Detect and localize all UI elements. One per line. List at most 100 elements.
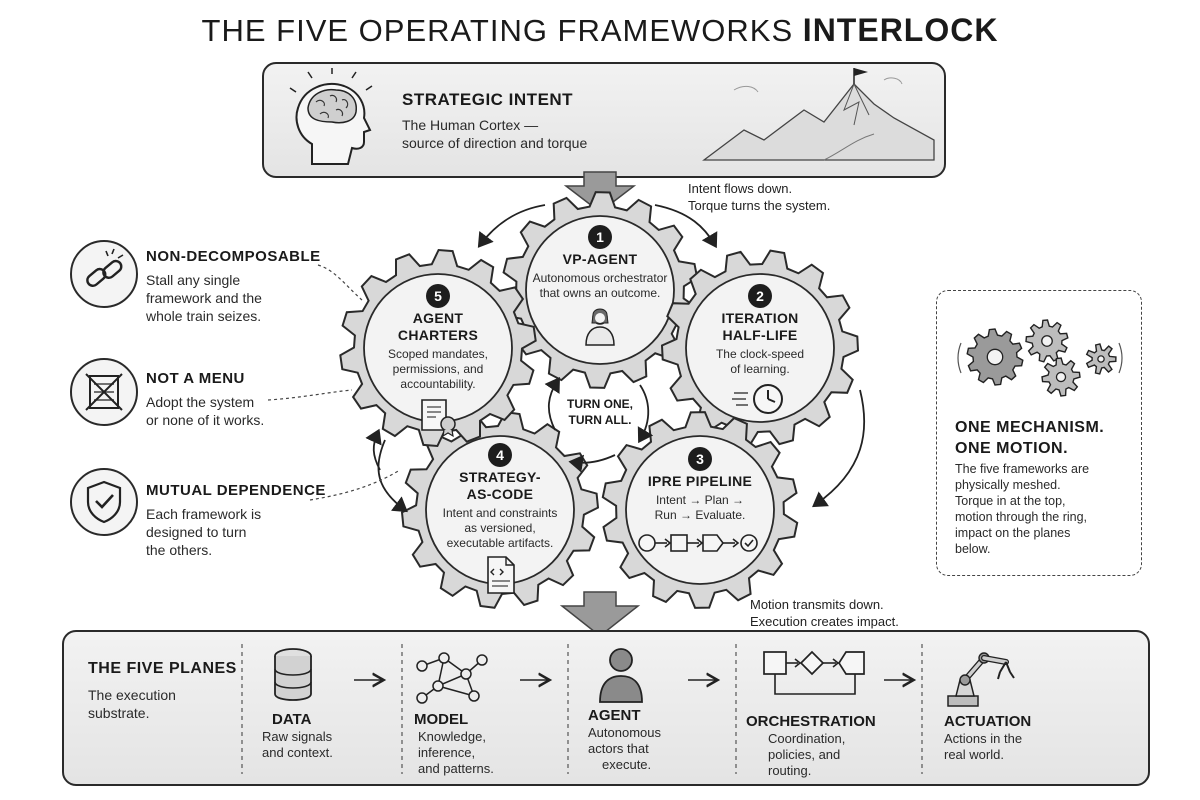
five-planes-panel: THE FIVE PLANES The execution substrate.…: [62, 630, 1150, 786]
rotation-arrow-top-left: [477, 204, 546, 248]
gear-desc-line1: Intent → Plan →: [655, 493, 745, 507]
crossed-menu-icon: [70, 358, 138, 426]
center-turn-label: TURN ONE, TURN ALL.: [540, 396, 660, 428]
gear-desc-line2: as versioned,: [464, 521, 536, 535]
mechanism-line: physically meshed.: [955, 478, 1061, 492]
person-icon: [599, 648, 643, 703]
center-line2: TURN ALL.: [568, 413, 632, 427]
motion-transmit-note: Motion transmits down. Execution creates…: [750, 596, 899, 630]
mechanism-line: motion through the ring,: [955, 510, 1088, 524]
mini-gear-hub: [1055, 371, 1067, 383]
plane-name: MODEL: [414, 711, 469, 728]
principle-line2: designed to turn: [146, 524, 247, 540]
principle-heading: NOT A MENU: [146, 370, 245, 387]
gear-title-line2: AS-CODE: [466, 486, 534, 502]
plane-name: ORCHESTRATION: [746, 713, 876, 730]
gear-ipre-pipeline: 3 IPRE PIPELINE Intent → Plan → Run → Ev…: [620, 447, 780, 562]
network-icon: [416, 652, 488, 704]
gear-desc-line2: permissions, and: [392, 362, 484, 376]
plane-desc-line3: and patterns.: [418, 761, 494, 776]
gear-desc-line1: The clock-speed: [715, 347, 805, 361]
pipeline-icon: [638, 534, 758, 552]
principle-line3: the others.: [146, 542, 213, 558]
principle-line1: Stall any single: [146, 272, 241, 288]
plane-desc-line3: routing.: [768, 763, 812, 778]
principle-line1: Adopt the system: [146, 394, 255, 410]
plane-desc: Autonomous actors that execute.: [588, 725, 704, 773]
planes-desc: The execution substrate.: [88, 686, 176, 722]
flowchart-icon: [763, 650, 865, 695]
mechanism-line: Torque in at the top,: [955, 494, 1066, 508]
shield-check-icon: [70, 468, 138, 536]
principle-text: Adopt the system or none of it works.: [146, 393, 264, 429]
strategic-intent-desc: The Human Cortex — source of direction a…: [402, 116, 587, 152]
gear-desc-line2: Run → Evaluate.: [654, 508, 746, 522]
plane-desc-line2: actors that: [588, 741, 649, 756]
mechanism-heading-line2: ONE MOTION.: [955, 440, 1069, 457]
gear-desc-line2: that owns an outcome.: [539, 286, 661, 300]
principle-not-a-menu: NOT A MENU Adopt the system or none of i…: [70, 358, 330, 438]
principle-line2: or none of it works.: [146, 412, 265, 428]
robot-arm-icon: [947, 652, 1015, 707]
rotation-arrow-left: [377, 439, 408, 513]
principle-line1: Each framework is: [146, 506, 262, 522]
plane-actuation: ACTUATION Actions in the real world.: [944, 646, 1074, 763]
person-icon: [585, 308, 615, 346]
gear-title: VP-AGENT: [562, 251, 638, 267]
gear-title: IPRE PIPELINE: [647, 473, 753, 489]
principle-line3: whole train seizes.: [146, 308, 262, 324]
gear-desc-line3: accountability.: [400, 377, 476, 391]
gear-desc-line2: of learning.: [730, 362, 790, 376]
mechanism-text: The five frameworks are physically meshe…: [955, 461, 1089, 557]
gear-desc-line3: executable artifacts.: [446, 536, 554, 550]
center-arrow-left: [544, 377, 560, 431]
plane-desc: Knowledge, inference, and patterns.: [418, 729, 534, 777]
rotation-arrow-right: [812, 389, 866, 508]
scroll-seal-icon: [421, 399, 456, 438]
connector-non-decomposable: [317, 264, 363, 301]
gear-3-shape: [601, 411, 799, 609]
gears-cluster-icon: [957, 319, 1123, 397]
plane-model: MODEL Knowledge, inference, and patterns…: [414, 652, 534, 777]
motion-note-line1: Motion transmits down.: [750, 597, 884, 612]
broken-chain-icon: [70, 240, 138, 308]
plane-name: AGENT: [588, 707, 641, 724]
gear-4-shape: [400, 411, 600, 609]
gear-number-3: 3: [688, 447, 712, 471]
intent-desc-line2: source of direction and torque: [402, 135, 588, 151]
gear-desc: Autonomous orchestrator that owns an out…: [525, 271, 675, 301]
page-title: THE FIVE OPERATING FRAMEWORKS INTERLOCK: [0, 12, 1200, 49]
mechanism-line: impact on the planes: [955, 526, 1071, 540]
gear-iteration-half-life: 2 ITERATION HALF-LIFE The clock-speed of…: [690, 284, 830, 422]
clock-icon: [732, 384, 783, 414]
gear-desc: The clock-speed of learning.: [690, 347, 830, 377]
planes-flow: [241, 644, 923, 774]
mini-gear-hub: [1041, 335, 1053, 347]
gear-number-1: 1: [588, 225, 612, 249]
plane-data: DATA Raw signals and context.: [254, 646, 374, 761]
principle-mutual-dependence: MUTUAL DEPENDENCE Each framework is desi…: [70, 468, 330, 558]
mini-gear-hub: [1097, 355, 1105, 363]
one-mechanism-box: ONE MECHANISM. ONE MOTION. The five fram…: [936, 290, 1142, 576]
principle-non-decomposable: NON-DECOMPOSABLE Stall any single framew…: [70, 240, 330, 330]
plane-desc-line1: Raw signals: [262, 729, 333, 744]
gear-number-4: 4: [488, 443, 512, 467]
gear-desc: Intent → Plan → Run → Evaluate.: [620, 493, 780, 523]
plane-desc-line2: and context.: [262, 745, 333, 760]
brain-head-icon: [289, 68, 373, 165]
motion-down-arrow: [559, 591, 641, 637]
plane-desc: Raw signals and context.: [262, 729, 374, 761]
gear-title-line1: AGENT: [412, 310, 464, 326]
intent-desc-line1: The Human Cortex —: [402, 117, 539, 133]
gear-desc: Intent and constraints as versioned, exe…: [415, 506, 585, 551]
strategic-intent-panel: STRATEGIC INTENT The Human Cortex — sour…: [262, 62, 946, 178]
gear-title-line2: HALF-LIFE: [722, 327, 798, 343]
center-arrow-right: [637, 384, 654, 444]
title-emphasis: INTERLOCK: [802, 12, 999, 48]
motion-note-line2: Execution creates impact.: [750, 614, 899, 629]
mini-gear-hub: [986, 348, 1004, 366]
principle-line2: framework and the: [146, 290, 262, 306]
principle-text: Stall any single framework and the whole…: [146, 271, 262, 325]
connector-mutual-dependence: [309, 469, 401, 501]
gear-number-5: 5: [426, 284, 450, 308]
